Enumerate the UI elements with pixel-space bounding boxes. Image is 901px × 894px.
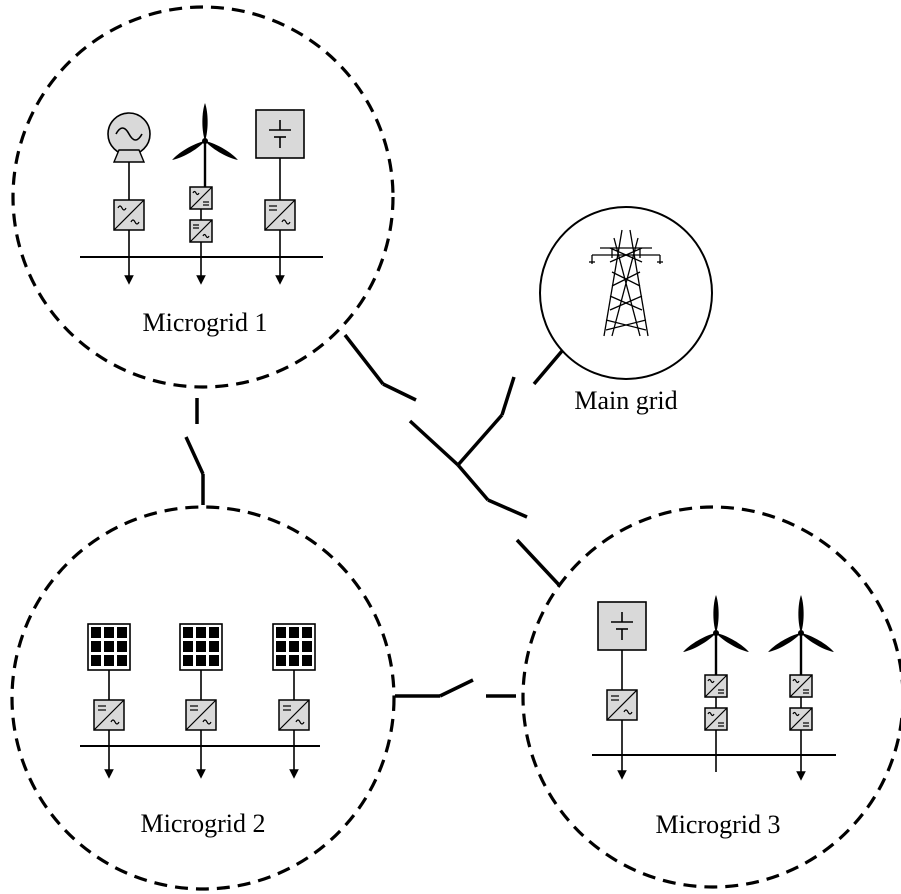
solar-panel-icon xyxy=(179,623,223,671)
converter-icon xyxy=(113,199,145,231)
switch-mg2-mg3 xyxy=(439,678,474,698)
wind-turbine-icon xyxy=(680,593,752,681)
microgrid-1: Microgrid 1 xyxy=(11,5,395,389)
converter-icon xyxy=(606,689,638,721)
microgrid-3-boundary xyxy=(521,505,901,889)
converter-icon xyxy=(185,699,217,731)
microgrid-2-boundary xyxy=(10,505,396,891)
tie-line-junction-main-grid xyxy=(456,413,504,467)
battery-icon xyxy=(597,601,647,651)
tie-line-mg1-junction xyxy=(343,333,385,386)
microgrid-3-label: Microgrid 3 xyxy=(656,810,781,839)
tie-line-junction-mg3 xyxy=(456,463,490,502)
converter-icon xyxy=(789,674,813,698)
converter-icon xyxy=(789,707,813,731)
wind-turbine-icon xyxy=(169,101,241,189)
generator-icon xyxy=(107,112,151,200)
battery-icon xyxy=(255,109,305,159)
switch-mg1-mg2 xyxy=(184,436,205,475)
transmission-tower-icon xyxy=(589,229,663,337)
microgrid-1-boundary xyxy=(11,5,395,389)
solar-panel-icon xyxy=(272,623,316,671)
microgrid-2-label: Microgrid 2 xyxy=(141,809,266,838)
converter-icon xyxy=(704,707,728,731)
converter-icon xyxy=(704,674,728,698)
switch-mg1-junction xyxy=(382,382,417,402)
converter-icon xyxy=(189,219,213,243)
solar-panel-icon xyxy=(87,623,131,671)
interconnections xyxy=(184,333,564,698)
microgrid-3: Microgrid 3 xyxy=(521,505,901,889)
main-grid-label: Main grid xyxy=(574,386,677,415)
converter-icon xyxy=(93,699,125,731)
wind-turbine-icon xyxy=(765,593,837,681)
switch-junction-mg3 xyxy=(487,498,528,519)
main-grid: Main grid xyxy=(539,206,713,415)
microgrid-1-label: Microgrid 1 xyxy=(143,308,268,337)
tie-line-mg1-junction xyxy=(408,419,460,467)
converter-icon xyxy=(189,186,213,210)
converter-icon xyxy=(278,699,310,731)
tie-line-main-grid xyxy=(532,349,564,386)
switch-main-grid xyxy=(500,376,516,416)
converter-icon xyxy=(264,199,296,231)
main-grid-boundary xyxy=(539,206,713,380)
tie-line-junction-mg3 xyxy=(515,538,562,588)
microgrid-2: Microgrid 2 xyxy=(10,505,396,891)
